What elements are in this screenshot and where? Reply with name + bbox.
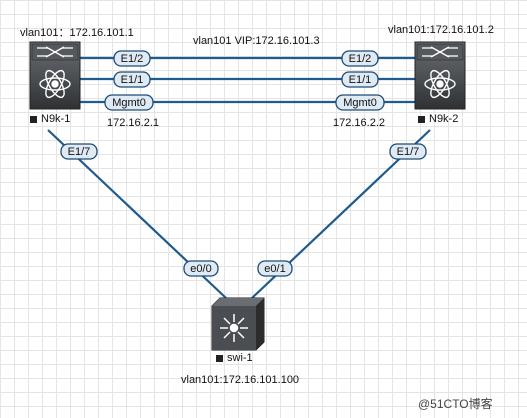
watermark: @51CTO博客 [418, 397, 493, 411]
n9k1-vlan-label: vlan101：172.16.101.1 [20, 27, 134, 39]
n9k1-name-text: N9k-1 [41, 113, 71, 125]
n9k2-vlan-label: vlan101:172.16.101.2 [388, 24, 494, 36]
n9k1-mgmt-ip: 172.16.2.1 [107, 117, 159, 129]
svg-text:E1/1: E1/1 [349, 74, 372, 86]
svg-text:Mgmt0: Mgmt0 [343, 97, 377, 109]
svg-text:E1/1: E1/1 [121, 74, 144, 86]
svg-text:e0/1: e0/1 [264, 263, 285, 275]
iface-n9k1-e1-2: E1/2 [113, 50, 151, 67]
n9k1-switch-icon[interactable] [29, 41, 81, 110]
device-marker-icon [216, 354, 223, 362]
vip-label: vlan101 VIP:172.16.101.3 [193, 35, 320, 47]
iface-n9k2-e1-1: E1/1 [341, 71, 379, 88]
swi1-name-label: swi-1 [216, 352, 253, 364]
device-marker-icon [418, 115, 425, 123]
links [47, 56, 431, 299]
svg-text:E1/7: E1/7 [68, 146, 91, 158]
iface-n9k2-e1-2: E1/2 [341, 50, 379, 67]
iface-n9k1-e1-7: E1/7 [60, 143, 98, 160]
svg-text:Mgmt0: Mgmt0 [112, 97, 146, 109]
n9k2-switch-icon[interactable] [414, 41, 466, 110]
iface-n9k2-mgmt0: Mgmt0 [335, 94, 385, 111]
device-marker-icon [30, 115, 37, 123]
iface-n9k1-mgmt0: Mgmt0 [104, 94, 154, 111]
n9k1-name-label: N9k-1 [30, 113, 70, 125]
swi1-switch-icon[interactable] [211, 297, 265, 351]
n9k2-mgmt-ip: 172.16.2.2 [333, 117, 385, 129]
svg-text:E1/2: E1/2 [121, 53, 144, 65]
svg-text:E1/7: E1/7 [397, 146, 420, 158]
n9k2-name-text: N9k-2 [429, 113, 459, 125]
svg-text:E1/2: E1/2 [349, 53, 372, 65]
iface-n9k2-e1-7: E1/7 [389, 143, 427, 160]
iface-swi-e0-1: e0/1 [257, 260, 293, 277]
iface-n9k1-e1-1: E1/1 [113, 71, 151, 88]
iface-swi-e0-0: e0/0 [183, 260, 219, 277]
svg-text:e0/0: e0/0 [190, 263, 211, 275]
swi1-vlan-label: vlan101:172.16.101.100 [181, 374, 300, 386]
swi1-name-text: swi-1 [227, 352, 253, 364]
n9k2-name-label: N9k-2 [418, 113, 458, 125]
